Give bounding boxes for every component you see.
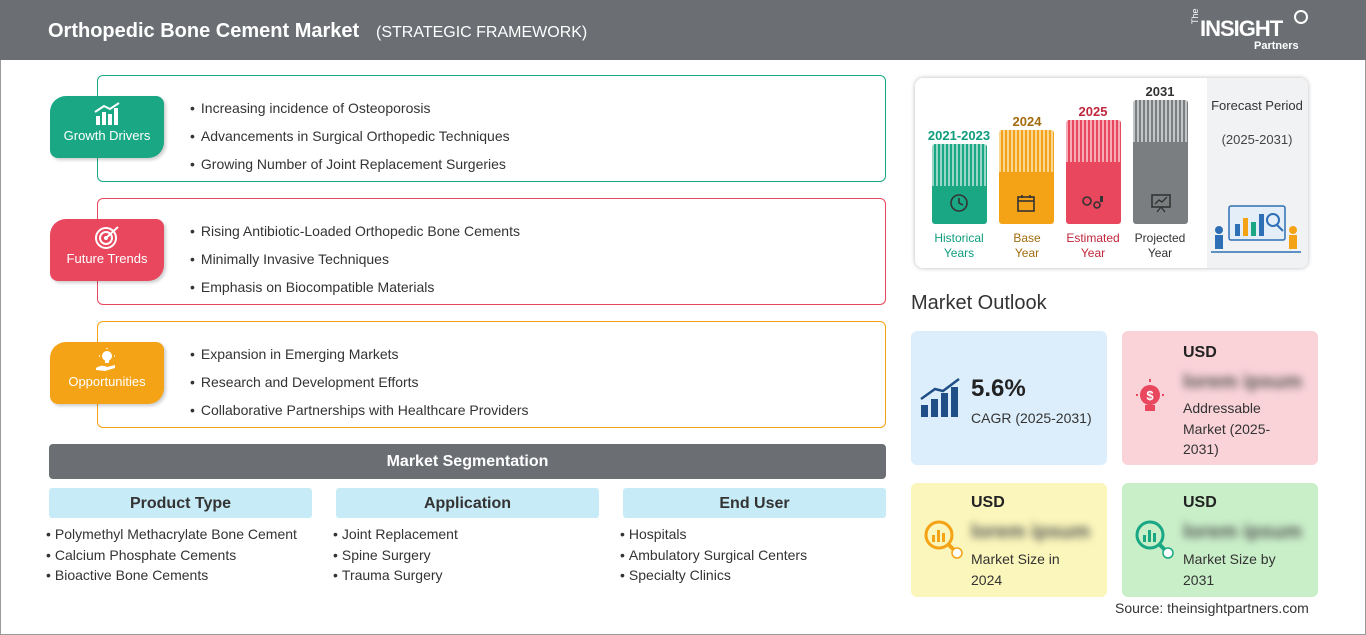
bar-hatch [1133, 100, 1188, 142]
lightbulb-hand-icon [96, 348, 115, 371]
addressable-market-tile: $ USD lorem ipsum Addressable Market (20… [1122, 331, 1318, 465]
opportunities-badge: Opportunities [50, 342, 164, 404]
market-size-2031-tile: USD lorem ipsum Market Size by 2031 [1122, 483, 1318, 597]
analytics-people-icon [1211, 205, 1301, 253]
caption-line: Years [943, 246, 975, 260]
gears-chart-icon [1082, 196, 1103, 209]
future-trends-label: Future Trends [66, 251, 148, 266]
timeline-bar-projected [1133, 100, 1188, 224]
addressable-usd: USD [1183, 344, 1217, 361]
year-label-historical: 2021-2023 [927, 128, 991, 143]
page-subtitle: (STRATEGIC FRAMEWORK) [376, 24, 588, 41]
segment-header-product-type: Product Type [49, 488, 312, 518]
market-outlook-title: Market Outlook [911, 292, 1047, 314]
size-2024-value: lorem ipsum [971, 521, 1090, 543]
bar-hatch [1066, 120, 1121, 162]
opportunities-list: Expansion in Emerging Markets Research a… [190, 340, 529, 424]
list-item: Ambulatory Surgical Centers [620, 545, 807, 566]
target-icon [95, 226, 119, 249]
segment-list-product-type: Polymethyl Methacrylate Bone Cement Calc… [46, 524, 297, 586]
cagr-value: 5.6% [971, 375, 1026, 402]
caption-line: Year [1147, 246, 1173, 260]
svg-text:$: $ [1146, 388, 1154, 403]
size-2024-label: Market Size in 2024 [971, 551, 1060, 588]
growth-drivers-badge: Growth Drivers [50, 96, 164, 158]
calendar-icon [1017, 195, 1035, 212]
timeline-bar-estimated [1066, 120, 1121, 224]
market-size-2024-tile: USD lorem ipsum Market Size in 2024 [911, 483, 1107, 597]
presentation-board-icon [1151, 194, 1171, 213]
timeline-bar-historical [932, 144, 987, 224]
segmentation-title: Market Segmentation [49, 444, 886, 479]
list-item: Polymethyl Methacrylate Bone Cement [46, 524, 297, 545]
list-item: Increasing incidence of Osteoporosis [190, 94, 510, 122]
year-label-estimated: 2025 [1078, 104, 1108, 119]
clock-history-icon [950, 194, 968, 212]
caption-line: Year [1080, 246, 1106, 260]
caption-line: Historical [934, 231, 984, 245]
size-2024-usd: USD [971, 494, 1005, 511]
segment-header-application: Application [336, 488, 599, 518]
segment-list-end-user: Hospitals Ambulatory Surgical Centers Sp… [620, 524, 807, 586]
list-item: Hospitals [620, 524, 807, 545]
source-text: Source: theinsightpartners.com [1115, 600, 1309, 616]
bar-hatch [932, 144, 987, 186]
forecast-period-label: Forecast Period [1211, 98, 1303, 113]
addressable-value: lorem ipsum [1183, 371, 1302, 393]
list-item: Research and Development Efforts [190, 368, 529, 396]
growth-drivers-list: Increasing incidence of Osteoporosis Adv… [190, 94, 510, 178]
page-title: Orthopedic Bone Cement Market [48, 20, 360, 42]
cagr-label: CAGR (2025-2031) [971, 410, 1092, 426]
timeline-card: Forecast Period (2025-2031) 2021-2023 Hi… [915, 78, 1308, 268]
list-item: Trauma Surgery [333, 565, 458, 586]
cagr-tile: 5.6% CAGR (2025-2031) [911, 331, 1107, 465]
segment-header-end-user: End User [623, 488, 886, 518]
opportunities-label: Opportunities [68, 374, 146, 389]
list-item: Joint Replacement [333, 524, 458, 545]
list-item: Specialty Clinics [620, 565, 807, 586]
list-item: Minimally Invasive Techniques [190, 245, 520, 273]
forecast-period-range: (2025-2031) [1221, 132, 1293, 147]
growth-drivers-box: Increasing incidence of Osteoporosis Adv… [97, 75, 886, 182]
idea-dollar-icon: $ [1136, 379, 1164, 411]
segment-list-application: Joint Replacement Spine Surgery Trauma S… [333, 524, 458, 586]
opportunities-box: Expansion in Emerging Markets Research a… [97, 321, 886, 428]
list-item: Spine Surgery [333, 545, 458, 566]
list-item: Advancements in Surgical Orthopedic Tech… [190, 122, 510, 150]
caption-line: Base [1013, 231, 1041, 245]
list-item: Rising Antibiotic-Loaded Orthopedic Bone… [190, 217, 520, 245]
list-item: Emphasis on Biocompatible Materials [190, 273, 520, 301]
magnifier-chart-icon [1135, 520, 1174, 559]
header-bar: Orthopedic Bone Cement Market (STRATEGIC… [0, 0, 1366, 60]
growth-chart-icon [920, 378, 960, 417]
chart-up-icon [94, 102, 120, 125]
caption-line: Projected [1134, 231, 1186, 245]
list-item: Bioactive Bone Cements [46, 565, 297, 586]
future-trends-list: Rising Antibiotic-Loaded Orthopedic Bone… [190, 217, 520, 301]
list-item: Expansion in Emerging Markets [190, 340, 529, 368]
insight-partners-logo: The INSIGHT Partners [1188, 8, 1313, 54]
year-label-projected: 2031 [1145, 84, 1175, 99]
timeline-bar-base [999, 130, 1054, 224]
size-2031-value: lorem ipsum [1183, 521, 1302, 543]
list-item: Calcium Phosphate Cements [46, 545, 297, 566]
caption-line: Year [1014, 246, 1040, 260]
addressable-label: Addressable Market (2025-2031) [1183, 400, 1271, 457]
list-item: Collaborative Partnerships with Healthca… [190, 396, 529, 424]
year-label-base: 2024 [1012, 114, 1042, 129]
future-trends-box: Rising Antibiotic-Loaded Orthopedic Bone… [97, 198, 886, 305]
magnifier-chart-icon [924, 520, 963, 559]
list-item: Growing Number of Joint Replacement Surg… [190, 150, 510, 178]
future-trends-badge: Future Trends [50, 219, 164, 281]
growth-drivers-label: Growth Drivers [63, 128, 151, 143]
caption-line: Estimated [1066, 231, 1120, 245]
bar-hatch [999, 130, 1054, 172]
size-2031-usd: USD [1183, 494, 1217, 511]
size-2031-label: Market Size by 2031 [1183, 551, 1276, 588]
